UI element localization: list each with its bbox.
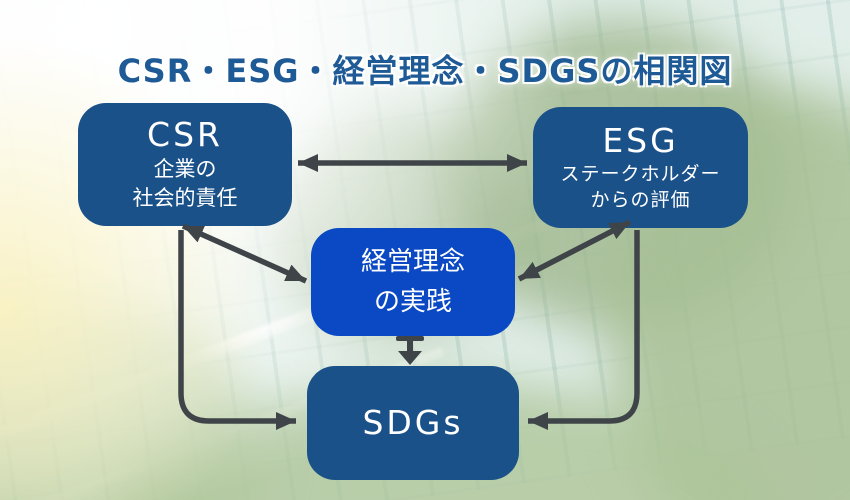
- arrow-esg-sdgs: [528, 230, 640, 430]
- arrow-csr-philosophy: [181, 223, 308, 284]
- arrow-philosophy-sdgs: [396, 336, 424, 365]
- page-title: CSR・ESG・経営理念・SDGSの相関図: [117, 52, 733, 90]
- node-philosophy: 経営理念 の実践: [311, 228, 515, 336]
- node-philosophy-line2: の実践: [373, 287, 452, 317]
- node-csr: CSR 企業の 社会的責任: [78, 103, 292, 226]
- node-sdgs: SDGs: [307, 366, 519, 480]
- arrow-esg-philosophy: [517, 219, 632, 282]
- node-sdgs-heading: SDGs: [362, 403, 464, 443]
- tree-bottom-left: [0, 290, 260, 500]
- node-esg-heading: ESG: [602, 121, 679, 161]
- node-esg: ESG ステークホルダー からの評価: [533, 107, 748, 228]
- node-philosophy-line1: 経営理念: [360, 246, 465, 277]
- node-csr-heading: CSR: [147, 115, 223, 155]
- node-esg-line1: ステークホルダー: [560, 162, 721, 185]
- node-csr-line2: 社会的責任: [132, 186, 238, 211]
- node-csr-line1: 企業の: [153, 156, 217, 181]
- node-esg-line2: からの評価: [590, 189, 691, 212]
- arrow-csr-sdgs: [178, 230, 296, 430]
